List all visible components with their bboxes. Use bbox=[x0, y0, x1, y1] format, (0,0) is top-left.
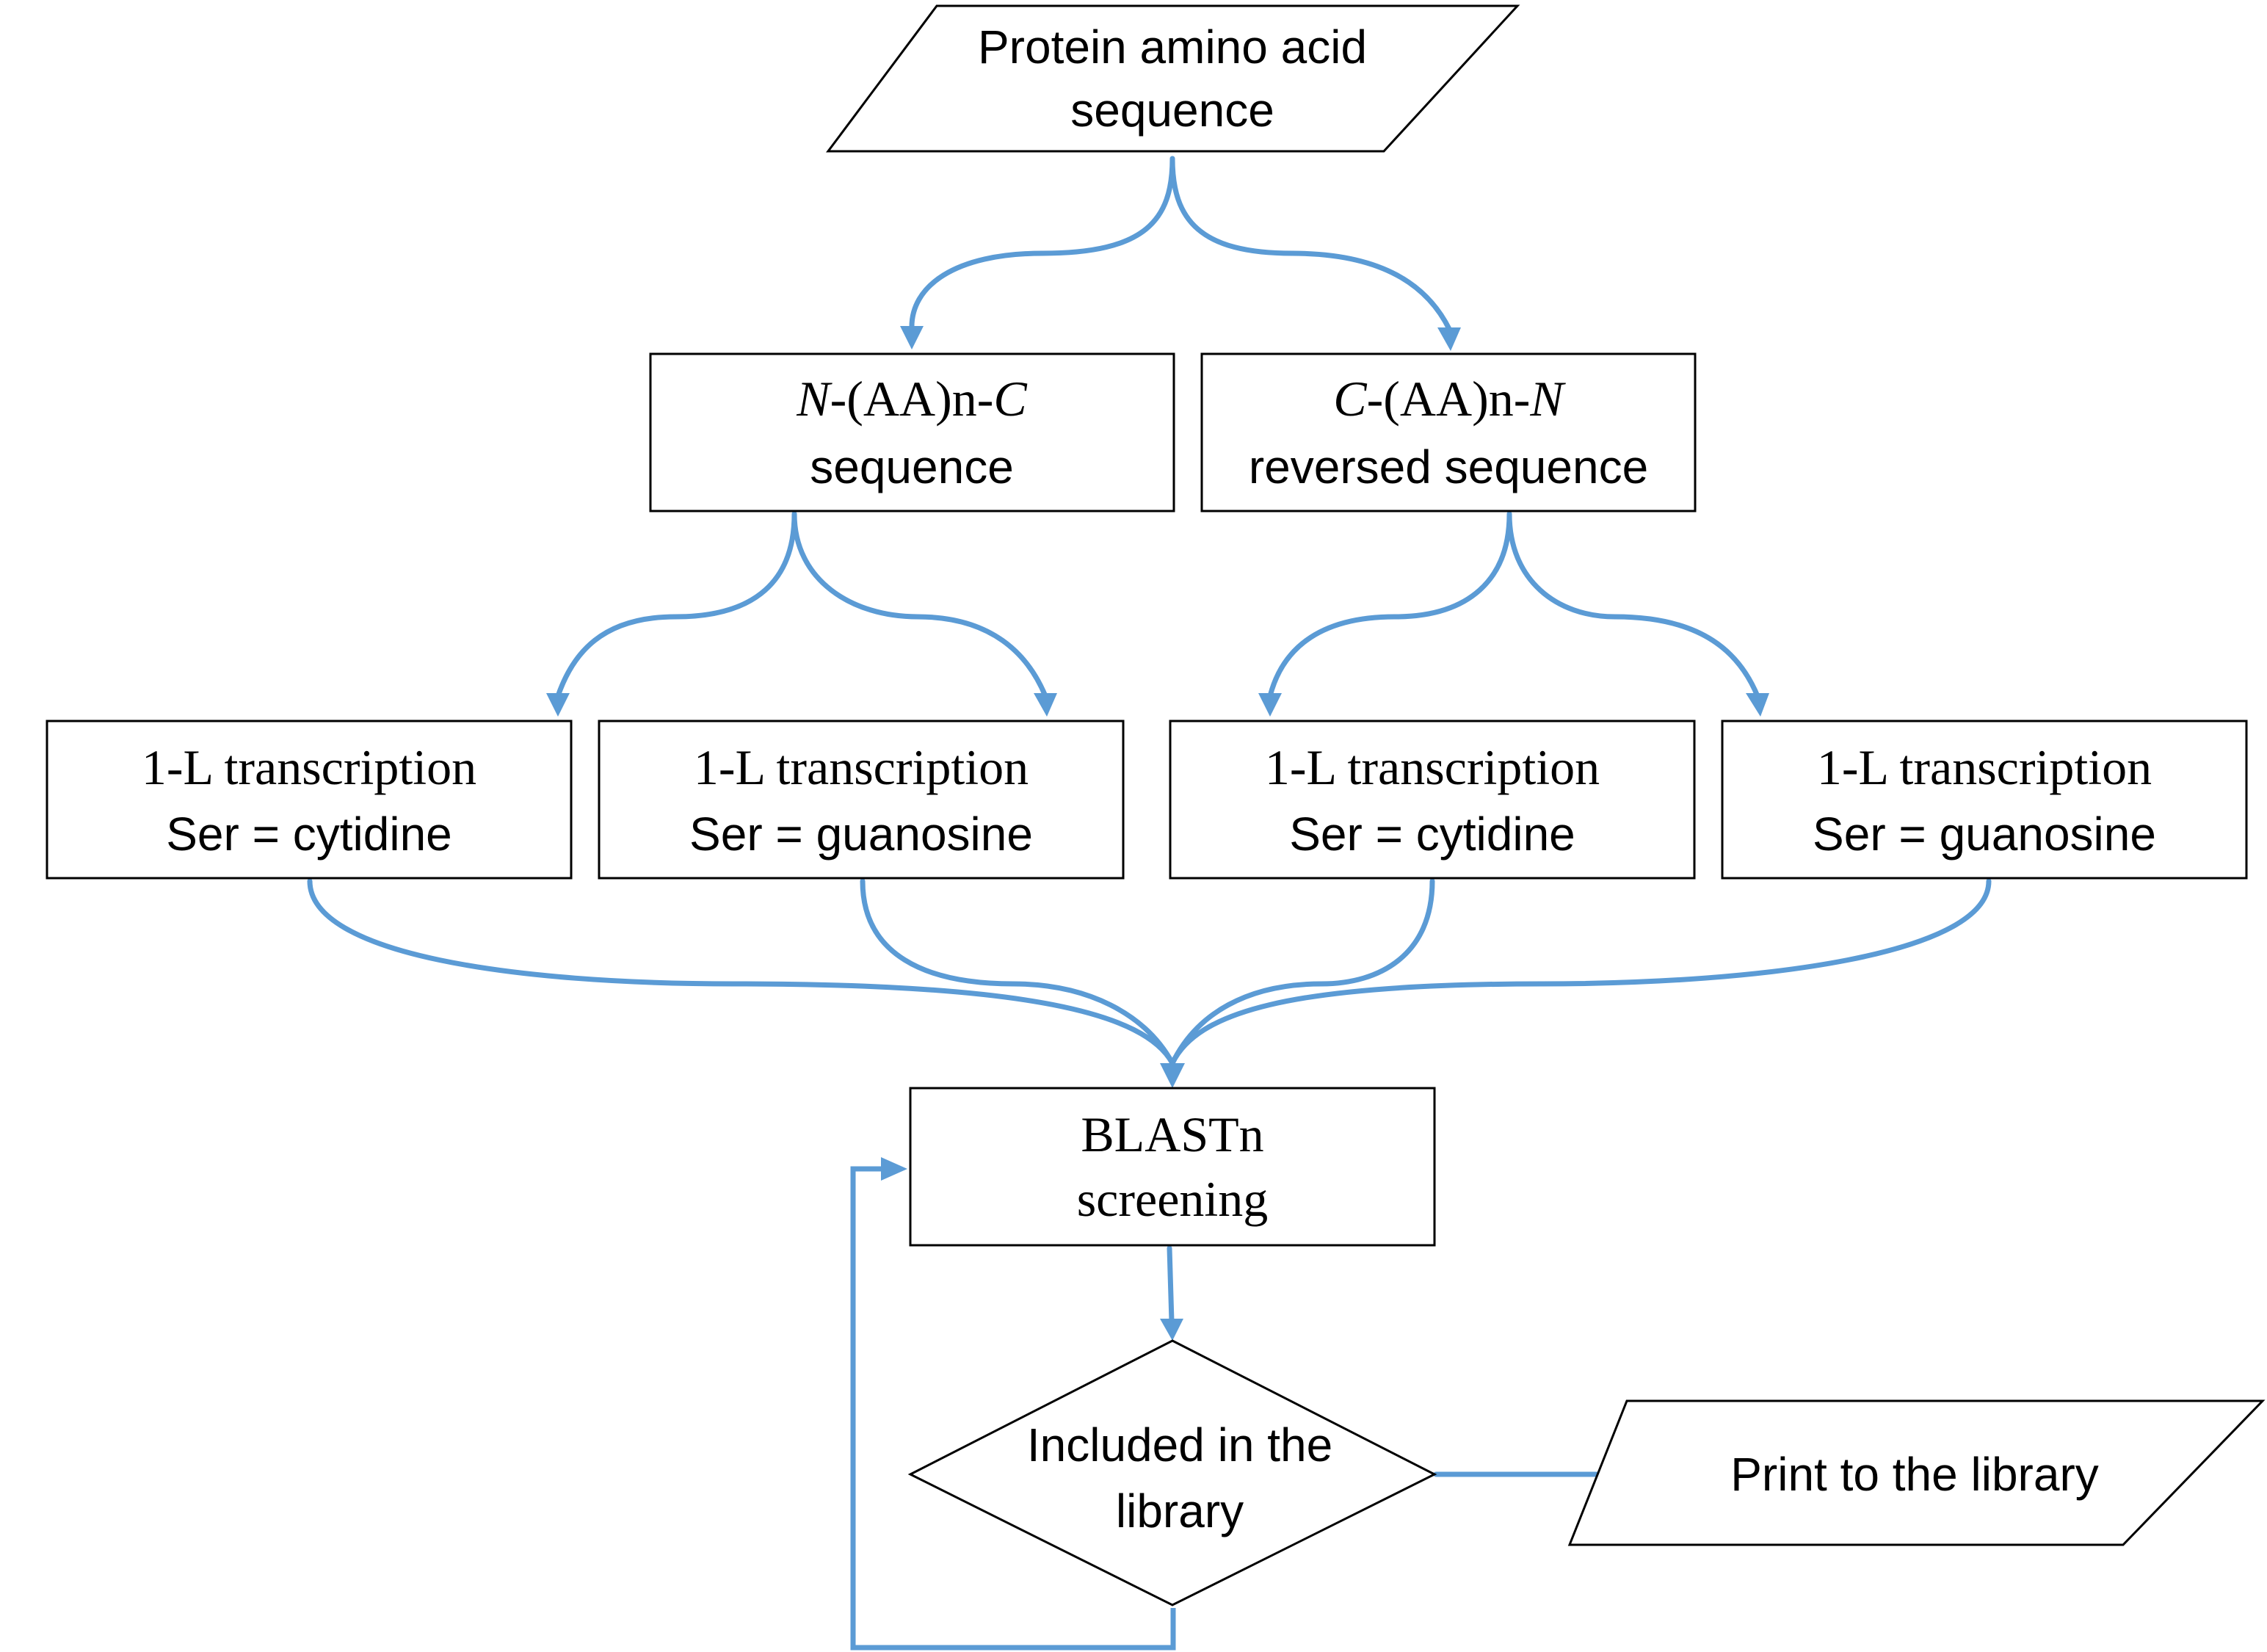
transcription-node: 1-L transcription Ser = cytidine bbox=[46, 720, 573, 880]
arrowhead bbox=[881, 1157, 907, 1181]
forward-line-1: N-(AA)n-C bbox=[796, 371, 1027, 427]
decision-line-2: library bbox=[1116, 1485, 1244, 1537]
input-line-2: sequence bbox=[1070, 84, 1274, 137]
connector-blast-to-decision bbox=[1167, 1245, 1175, 1325]
input-sequence-node: Protein amino acid sequence bbox=[826, 4, 1520, 153]
connector-reverse-to-t3 bbox=[1267, 511, 1512, 699]
arrowhead bbox=[900, 326, 924, 349]
transcription-title: 1-L transcription bbox=[694, 739, 1029, 795]
transcription-node: 1-L transcription Ser = guanosine bbox=[1721, 720, 2248, 880]
connector-t1-to-blast bbox=[307, 878, 1175, 1066]
transcription-title: 1-L transcription bbox=[142, 739, 476, 795]
blast-line-1: BLASTn bbox=[1081, 1106, 1263, 1162]
connector-t4-to-blast bbox=[1169, 878, 1992, 1066]
connector-input-to-forward bbox=[909, 156, 1175, 332]
transcription-rule: Ser = cytidine bbox=[166, 808, 452, 861]
blast-line-2: screening bbox=[1077, 1171, 1269, 1227]
arrowhead bbox=[1437, 327, 1461, 351]
arrowhead bbox=[546, 693, 570, 717]
transcription-rule: Ser = guanosine bbox=[1813, 808, 2156, 861]
connector-t3-to-blast bbox=[1169, 878, 1435, 1066]
input-line-1: Protein amino acid bbox=[978, 21, 1367, 73]
transcription-node: 1-L transcription Ser = cytidine bbox=[1169, 720, 1696, 880]
arrowhead bbox=[1258, 693, 1282, 717]
reverse-line-1: C-(AA)n-N bbox=[1333, 371, 1566, 427]
transcription-rule: Ser = guanosine bbox=[689, 808, 1033, 861]
connector-loop-back-to-blast bbox=[850, 1166, 1176, 1651]
arrowhead bbox=[1746, 693, 1769, 717]
connector-input-to-reverse bbox=[1169, 156, 1452, 332]
connector-forward-to-t1 bbox=[555, 511, 797, 699]
print-to-library-node: Print to the library bbox=[1567, 1399, 2266, 1546]
connector-forward-to-t2 bbox=[791, 511, 1048, 699]
connectors bbox=[307, 156, 1992, 1651]
library-decision-node: Included in the library bbox=[907, 1339, 1437, 1606]
transcription-node: 1-L transcription Ser = guanosine bbox=[598, 720, 1125, 880]
forward-sequence-node: N-(AA)n-C sequence bbox=[649, 352, 1175, 512]
transcription-title: 1-L transcription bbox=[1265, 739, 1600, 795]
reverse-line-2: reversed sequence bbox=[1249, 441, 1648, 493]
arrowhead bbox=[1034, 693, 1057, 717]
blast-screening-node: BLASTn screening bbox=[909, 1087, 1436, 1247]
arrowhead bbox=[1160, 1063, 1185, 1088]
transcription-rule: Ser = cytidine bbox=[1289, 808, 1575, 861]
forward-line-2: sequence bbox=[810, 441, 1014, 493]
connector-t2-to-blast bbox=[860, 878, 1175, 1066]
transcription-title: 1-L transcription bbox=[1817, 739, 2152, 795]
reverse-sequence-node: C-(AA)n-N reversed sequence bbox=[1200, 352, 1697, 512]
output-label: Print to the library bbox=[1730, 1448, 2099, 1501]
arrowhead bbox=[1160, 1319, 1183, 1341]
connector-reverse-to-t4 bbox=[1506, 511, 1760, 699]
decision-line-1: Included in the bbox=[1027, 1419, 1332, 1471]
